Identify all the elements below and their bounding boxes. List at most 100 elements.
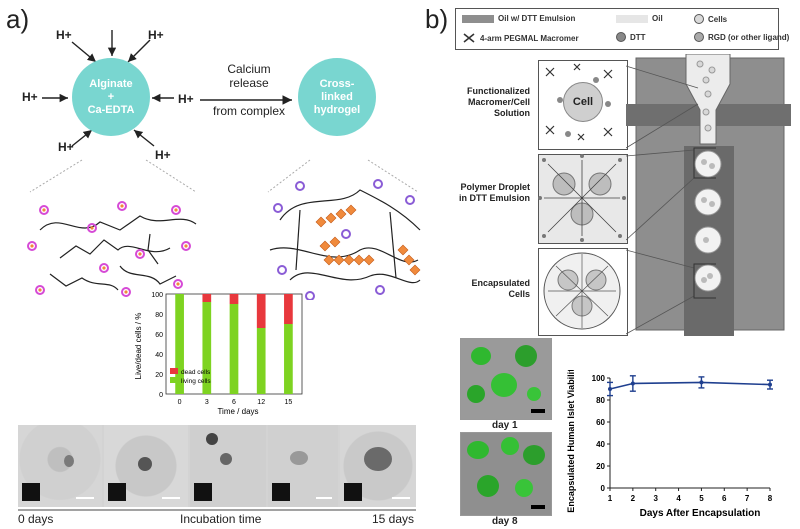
micrograph-frame bbox=[268, 425, 338, 507]
legend-label: dead cells bbox=[181, 369, 211, 376]
x-tick-label: 3 bbox=[653, 494, 658, 503]
micrograph-frame bbox=[104, 425, 188, 507]
legend-label: living cells bbox=[181, 378, 211, 385]
x-tick-label: 0 bbox=[178, 399, 182, 406]
y-tick-label: 20 bbox=[596, 462, 605, 471]
micrograph-frame bbox=[340, 425, 416, 507]
macromer-crosses bbox=[545, 63, 613, 141]
stage-label: Functionalized Macromer/Cell Solution bbox=[446, 86, 530, 119]
data-point bbox=[630, 381, 635, 386]
micrograph-strip bbox=[18, 425, 416, 507]
bar-segment bbox=[256, 328, 266, 394]
legend-label: Cells bbox=[708, 14, 728, 24]
legend-label: 4-arm PEGMAL Macromer bbox=[480, 33, 579, 43]
h-plus-label: H+ bbox=[58, 140, 74, 154]
y-tick-label: 40 bbox=[596, 440, 605, 449]
x-tick-label: 3 bbox=[205, 399, 209, 406]
cell-text: Cell bbox=[572, 96, 594, 108]
x-tick-label: 12 bbox=[257, 399, 265, 406]
timeline-arrow bbox=[18, 509, 416, 511]
viability-chart: Encapsulated Human Islet Viability (%) D… bbox=[566, 370, 773, 519]
bar-segment bbox=[175, 294, 184, 394]
y-tick-label: 100 bbox=[151, 292, 163, 299]
bar-segment bbox=[256, 294, 266, 328]
stage-label-line: Cells bbox=[508, 289, 530, 299]
chart-ylabel: Live/dead cells / % bbox=[134, 313, 143, 380]
h-plus-label: H+ bbox=[178, 92, 194, 106]
encapsulated-schematic bbox=[543, 252, 621, 330]
arrow-text-line: Calcium bbox=[227, 62, 271, 76]
cell-dot-icon bbox=[694, 14, 704, 24]
x-tick-label: 7 bbox=[745, 494, 750, 503]
y-tick-label: 0 bbox=[601, 484, 606, 493]
y-tick-label: 20 bbox=[155, 372, 163, 379]
chart-ylabel: Encapsulated Human Islet Viability (%) bbox=[566, 370, 576, 513]
legend-label: Oil w/ DTT Emulsion bbox=[498, 14, 576, 23]
timeline-middle: Incubation time bbox=[180, 512, 262, 526]
bar-segment bbox=[202, 294, 212, 302]
micrograph-day1 bbox=[460, 338, 552, 420]
legend-label: DTT bbox=[630, 32, 646, 42]
legend-box: Oil w/ DTT Emulsion Oil Cells 4-arm PEGM… bbox=[455, 8, 789, 50]
x-tick-label: 1 bbox=[608, 494, 613, 503]
chart-xlabel: Days After Encapsulation bbox=[640, 508, 761, 519]
live-dead-chart: Live/dead cells / % Time / days 02040608… bbox=[134, 292, 303, 416]
micrograph-day8 bbox=[460, 432, 552, 516]
bar-segment bbox=[229, 304, 239, 394]
polymer-schematics bbox=[27, 159, 421, 300]
legend-label: Oil bbox=[652, 14, 663, 23]
zoom-connectors bbox=[626, 65, 716, 335]
legend-item: Cells bbox=[694, 14, 727, 24]
stage-label-line: Functionalized bbox=[467, 86, 530, 96]
legend-swatch bbox=[616, 14, 648, 23]
legend-item: DTT bbox=[616, 32, 646, 42]
x-tick-label: 15 bbox=[285, 399, 293, 406]
data-point bbox=[699, 380, 704, 385]
y-tick-label: 80 bbox=[596, 396, 605, 405]
calcium-release-text: Calcium release from complex bbox=[194, 62, 304, 118]
legend-item: 4-arm PEGMAL Macromer bbox=[462, 32, 579, 44]
droplet-schematic bbox=[538, 154, 626, 242]
circle-text: Cross- bbox=[319, 77, 355, 90]
panel-a-label: a) bbox=[6, 4, 30, 34]
h-plus-label: H+ bbox=[56, 28, 72, 42]
macromer-cross-icon bbox=[463, 33, 475, 43]
h-plus-label: H+ bbox=[148, 28, 164, 42]
h-plus-label: H+ bbox=[155, 148, 171, 162]
y-tick-label: 60 bbox=[596, 418, 605, 427]
reaction-arrows bbox=[42, 30, 292, 147]
micrograph-label: day 8 bbox=[492, 516, 518, 527]
microfluidic-device bbox=[626, 54, 791, 336]
stage-label-line: in DTT Emulsion bbox=[459, 193, 530, 203]
rgd-dot-icon bbox=[694, 32, 704, 42]
x-tick-label: 6 bbox=[232, 399, 236, 406]
panel-b-label: b) bbox=[425, 4, 449, 34]
circle-text: Ca-EDTA bbox=[87, 103, 135, 116]
stage-label-line: Macromer/Cell bbox=[467, 97, 530, 107]
stage-label-line: Polymer Droplet bbox=[460, 182, 530, 192]
stage-label: Polymer Droplet in DTT Emulsion bbox=[446, 182, 530, 204]
bar-segment bbox=[284, 324, 293, 394]
x-tick-label: 4 bbox=[676, 494, 681, 503]
micrograph-label: day 1 bbox=[492, 420, 518, 431]
h-plus-label: H+ bbox=[22, 90, 38, 104]
stage-label: Encapsulated Cells bbox=[446, 278, 530, 300]
micrograph-frame bbox=[190, 425, 266, 507]
bar-segment bbox=[202, 302, 212, 394]
y-tick-label: 100 bbox=[592, 374, 606, 383]
x-tick-label: 5 bbox=[699, 494, 704, 503]
circle-text: hydrogel bbox=[313, 103, 361, 116]
stage-label-line: Solution bbox=[494, 108, 530, 118]
arrow-text-line: release bbox=[229, 76, 269, 90]
cell-circle: Cell bbox=[563, 82, 603, 122]
micrograph-frame bbox=[18, 425, 102, 507]
x-tick-label: 6 bbox=[722, 494, 727, 503]
alginate-circle: Alginate + Ca-EDTA bbox=[72, 58, 150, 136]
legend-swatch bbox=[170, 377, 178, 383]
legend-swatch bbox=[170, 368, 178, 374]
bar-segment bbox=[229, 294, 239, 304]
x-tick-label: 2 bbox=[631, 494, 636, 503]
data-point bbox=[608, 387, 612, 391]
legend-swatch bbox=[462, 14, 494, 23]
legend-item: Oil w/ DTT Emulsion bbox=[462, 14, 575, 23]
